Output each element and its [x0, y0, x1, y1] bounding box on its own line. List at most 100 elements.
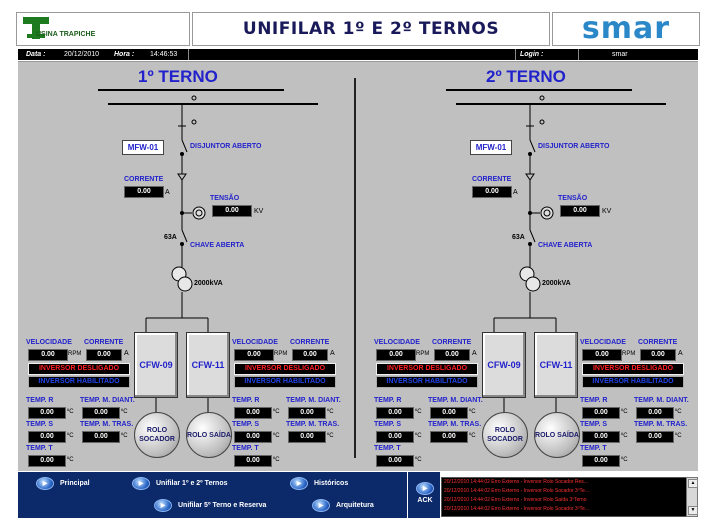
- speed-label: VELOCIDADE: [232, 339, 278, 346]
- roller-socador[interactable]: ROLO SOCADOR: [134, 412, 180, 458]
- alarm-entry[interactable]: 20/12/2010 14:44:02 Erro Externo - Inver…: [444, 479, 588, 485]
- arrow-right-icon: ▶: [36, 477, 54, 490]
- inverter-current-label: CORRENTE: [290, 339, 330, 346]
- nav-historicos[interactable]: ▶ Históricos: [290, 477, 348, 490]
- fuse-rating: 63A: [512, 234, 525, 241]
- nav-principal[interactable]: ▶ Principal: [36, 477, 90, 490]
- roller-socador[interactable]: ROLO SOCADOR: [482, 412, 528, 458]
- inverter-current-unit: A: [472, 350, 477, 357]
- arrow-right-icon: ▶: [132, 477, 150, 490]
- temp-r-unit: ºC: [67, 409, 74, 415]
- inverter-current-value: 0.00: [292, 349, 328, 361]
- alarm-list[interactable]: 20/12/2010 14:44:02 Erro Externo - Inver…: [441, 477, 688, 517]
- temp-t-label: TEMP. T: [580, 445, 607, 452]
- status-separator: [188, 49, 189, 60]
- temp-s-value: 0.00: [234, 431, 272, 443]
- scroll-down-icon[interactable]: ▼: [688, 506, 698, 515]
- navigation-bar: ▶ Principal ▶ Unifilar 1º e 2º Ternos ▶ …: [18, 472, 407, 518]
- time-value: 14:46:53: [150, 51, 178, 58]
- inverter-current-unit: A: [678, 350, 683, 357]
- switch-status: CHAVE ABERTA: [538, 242, 593, 249]
- speed-value: 0.00: [376, 349, 416, 361]
- date-value: 20/12/2010: [64, 51, 100, 58]
- temp-front-unit: ºC: [327, 409, 334, 415]
- arrow-right-icon: ▶: [290, 477, 308, 490]
- current-value: 0.00: [472, 186, 512, 198]
- mfw-indicator[interactable]: MFW-01: [122, 140, 164, 155]
- cfw-09-drive[interactable]: CFW-09: [482, 332, 526, 398]
- speed-value: 0.00: [582, 349, 622, 361]
- nav-unifilar-1-2[interactable]: ▶ Unifilar 1º e 2º Ternos: [132, 477, 228, 490]
- temp-r-value: 0.00: [28, 407, 66, 419]
- inverter-enabled-status: INVERSOR HABILITADO: [234, 376, 336, 388]
- mfw-indicator[interactable]: MFW-01: [470, 140, 512, 155]
- nav-unifilar-5[interactable]: ▶ Unifilar 5º Terno e Reserva: [154, 499, 266, 512]
- roller-saida[interactable]: ROLO SAÍDA: [534, 412, 580, 458]
- cfw-11-drive[interactable]: CFW-11: [534, 332, 578, 398]
- temp-front-unit: ºC: [121, 409, 128, 415]
- ack-panel: ▶ ACK: [408, 472, 440, 518]
- speed-unit: RPM: [622, 351, 636, 357]
- speed-unit: RPM: [274, 351, 288, 357]
- temp-t-unit: ºC: [621, 457, 628, 463]
- temp-rear-label: TEMP. M. TRAS.: [428, 421, 482, 428]
- inverter-current-value: 0.00: [434, 349, 470, 361]
- temp-rear-label: TEMP. M. TRAS.: [80, 421, 134, 428]
- current-label: CORRENTE: [472, 176, 512, 183]
- roller-saida[interactable]: ROLO SAÍDA: [186, 412, 232, 458]
- terno-1: 1º TERNO: [18, 62, 354, 471]
- temp-front-label: TEMP. M. DIANT.: [286, 397, 341, 404]
- plant-name: USINA TRAPICHE: [36, 31, 96, 38]
- alarm-scrollbar[interactable]: ▲ ▼: [686, 477, 698, 517]
- temp-r-label: TEMP. R: [26, 397, 54, 404]
- speed-label: VELOCIDADE: [26, 339, 72, 346]
- single-line-diagram: [98, 89, 318, 412]
- alarm-entry[interactable]: 20/12/2010 14:44:02 Erro Externo - Inver…: [444, 497, 587, 503]
- transformer-rating: 2000kVA: [194, 280, 223, 287]
- temp-rear-unit: ºC: [121, 433, 128, 439]
- breaker-status: DISJUNTOR ABERTO: [538, 143, 610, 150]
- temp-front-value: 0.00: [430, 407, 468, 419]
- temp-t-label: TEMP. T: [26, 445, 53, 452]
- voltage-unit: KV: [254, 208, 264, 215]
- arrow-right-icon: ▶: [416, 482, 434, 495]
- temp-s-unit: ºC: [273, 433, 280, 439]
- alarm-entry[interactable]: 20/12/2010 14:44:02 Erro Externo - Inver…: [444, 506, 589, 512]
- alarm-entry[interactable]: 20/12/2010 14:44:02 Erro Externo - Inver…: [444, 488, 589, 494]
- temp-t-value: 0.00: [376, 455, 414, 467]
- temp-front-unit: ºC: [675, 409, 682, 415]
- plant-logo-icon: [23, 17, 49, 39]
- scroll-up-icon[interactable]: ▲: [688, 479, 698, 488]
- temp-front-label: TEMP. M. DIANT.: [80, 397, 135, 404]
- temp-front-value: 0.00: [288, 407, 326, 419]
- date-label: Data :: [26, 51, 46, 58]
- temp-t-value: 0.00: [234, 455, 272, 467]
- inverter-off-status: INVERSOR DESLIGADO: [582, 363, 684, 375]
- plant-logo: [16, 12, 190, 46]
- inverter-off-status: INVERSOR DESLIGADO: [376, 363, 478, 375]
- temp-r-unit: ºC: [621, 409, 628, 415]
- speed-value: 0.00: [28, 349, 68, 361]
- temp-r-unit: ºC: [273, 409, 280, 415]
- temp-rear-label: TEMP. M. TRAS.: [634, 421, 688, 428]
- current-label: CORRENTE: [124, 176, 164, 183]
- login-value: smar: [612, 51, 628, 58]
- cfw-11-drive[interactable]: CFW-11: [186, 332, 230, 398]
- nav-arquitetura[interactable]: ▶ Arquitetura: [312, 499, 374, 512]
- breaker-status: DISJUNTOR ABERTO: [190, 143, 262, 150]
- temp-r-label: TEMP. R: [232, 397, 260, 404]
- current-value: 0.00: [124, 186, 164, 198]
- temp-front-value: 0.00: [636, 407, 674, 419]
- ack-button[interactable]: ▶ ACK: [416, 482, 434, 504]
- voltage-value: 0.00: [560, 205, 600, 217]
- temp-r-label: TEMP. R: [580, 397, 608, 404]
- temp-s-value: 0.00: [28, 431, 66, 443]
- temp-t-label: TEMP. T: [374, 445, 401, 452]
- temp-s-label: TEMP. S: [580, 421, 608, 428]
- inverter-current-label: CORRENTE: [84, 339, 124, 346]
- temp-rear-unit: ºC: [675, 433, 682, 439]
- cfw-09-drive[interactable]: CFW-09: [134, 332, 178, 398]
- temp-t-unit: ºC: [415, 457, 422, 463]
- temp-s-label: TEMP. S: [374, 421, 402, 428]
